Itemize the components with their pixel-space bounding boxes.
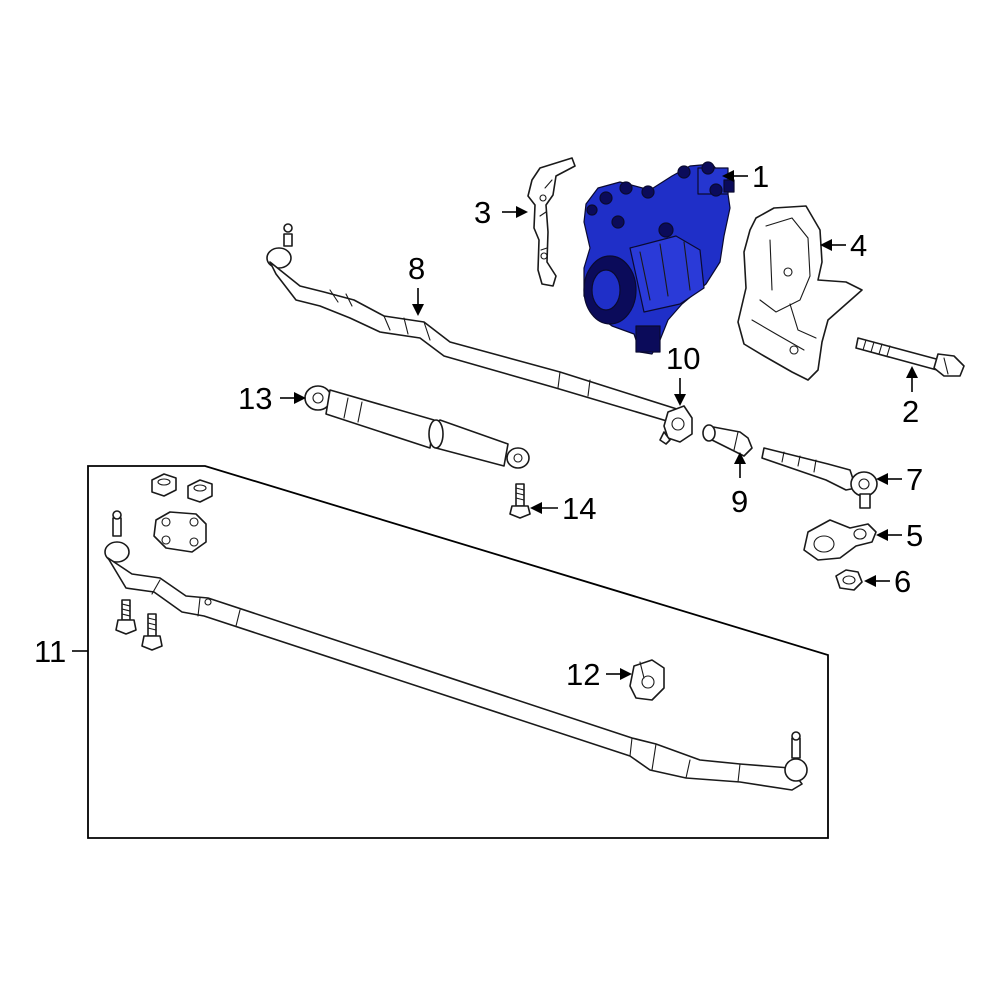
assembly-11-frame xyxy=(87,465,829,839)
callout-label: 1 xyxy=(752,159,769,194)
part-5-bracket[interactable] xyxy=(803,519,877,561)
callout-12: 12 xyxy=(566,657,632,692)
part-1-steering-gear[interactable] xyxy=(583,161,735,355)
callout-label: 13 xyxy=(238,381,272,416)
part-2-bolt[interactable] xyxy=(855,337,965,377)
callout-13: 13 xyxy=(238,381,306,416)
callout-label: 4 xyxy=(850,228,867,263)
callout-label: 7 xyxy=(906,462,923,497)
callout-label: 11 xyxy=(34,634,66,669)
assembly-11-bolt-left[interactable] xyxy=(115,599,137,635)
callout-1: 1 xyxy=(722,159,769,194)
callout-label: 2 xyxy=(902,394,919,429)
part-11-tie-rod-assembly[interactable] xyxy=(104,510,808,791)
callout-label: 5 xyxy=(906,518,923,553)
callout-label: 12 xyxy=(566,657,600,692)
part-9-adjuster-sleeve[interactable] xyxy=(702,424,753,457)
part-3-bracket[interactable] xyxy=(527,157,576,287)
callout-8: 8 xyxy=(408,251,425,316)
callout-label: 3 xyxy=(474,195,491,230)
assembly-11-nut-right[interactable] xyxy=(187,479,213,503)
callout-3: 3 xyxy=(474,195,528,230)
callout-5: 5 xyxy=(876,518,923,553)
part-13-damper[interactable] xyxy=(304,385,530,469)
callout-2: 2 xyxy=(902,366,919,429)
callout-7: 7 xyxy=(876,462,923,497)
callout-10: 10 xyxy=(666,341,700,406)
callout-14: 14 xyxy=(530,491,596,526)
part-6-nut[interactable] xyxy=(835,569,863,591)
part-14-bolt[interactable] xyxy=(509,483,531,519)
callout-label: 6 xyxy=(894,564,911,599)
callout-4: 4 xyxy=(820,228,867,263)
assembly-11-bolt-right[interactable] xyxy=(141,613,163,651)
callout-label: 9 xyxy=(731,484,748,519)
part-7-tie-rod-end[interactable] xyxy=(761,447,878,509)
callout-label: 10 xyxy=(666,341,700,376)
assembly-11-nut-left[interactable] xyxy=(151,473,177,497)
callout-label: 8 xyxy=(408,251,425,286)
callout-label: 14 xyxy=(562,491,596,526)
part-12-clamp[interactable] xyxy=(629,659,665,701)
part-10-clamp[interactable] xyxy=(659,405,693,445)
assembly-11-plate[interactable] xyxy=(153,511,207,553)
callout-11: 11 xyxy=(34,634,88,669)
callout-9: 9 xyxy=(731,452,748,519)
callout-6: 6 xyxy=(864,564,911,599)
part-4-heat-shield[interactable] xyxy=(737,205,863,381)
